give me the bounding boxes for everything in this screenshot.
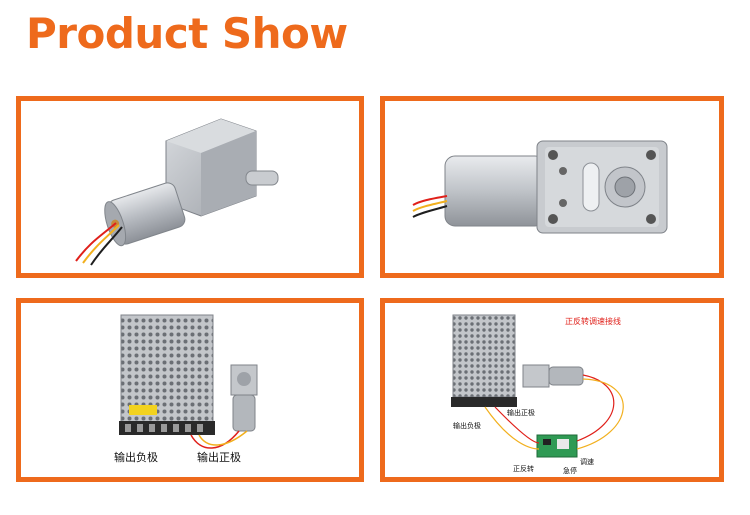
label-output-negative: 输出负极: [453, 422, 481, 430]
label-wiring-header: 正反转调速接线: [565, 317, 621, 326]
label-emergency-stop: 急停: [563, 467, 577, 475]
label-speed-control: 调速: [580, 458, 594, 466]
product-photo-motor-front: [380, 96, 724, 278]
label-output-positive: 输出正极: [197, 451, 241, 464]
speed-controller-illustration: [451, 314, 624, 458]
power-supply-illustration: [119, 314, 258, 449]
label-output-negative: 输出负极: [114, 451, 158, 464]
product-photo-power-supply-wiring: 输出负极 输出正极: [16, 298, 364, 482]
label-output-positive: 输出正极: [507, 409, 535, 417]
label-forward-reverse: 正反转: [513, 465, 534, 473]
motor-front-illustration: [412, 140, 668, 234]
motor-side-illustration: [75, 118, 279, 266]
product-photo-speed-controller-wiring: 正反转调速接线 输出正极 输出负极 正反转 急停 调速: [380, 298, 724, 482]
page-title: Product Show: [26, 9, 348, 58]
product-photo-motor-side: [16, 96, 364, 278]
